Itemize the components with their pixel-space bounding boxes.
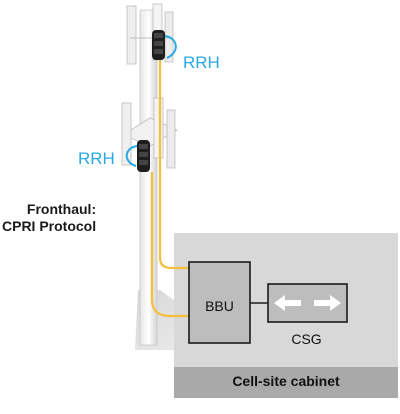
bbu-box	[188, 261, 251, 344]
cabinet-label: Cell-site cabinet	[232, 373, 340, 389]
fronthaul-fibers	[150, 60, 189, 318]
bbu-label: BBU	[205, 298, 234, 314]
lower-antenna-array	[121, 97, 178, 169]
cabinet-footer-bar	[174, 367, 398, 398]
rrh-upper-label: RRH	[183, 53, 220, 72]
rrh-lower-unit	[125, 140, 150, 172]
double-arrow-icon	[274, 295, 341, 311]
rrh-upper-unit	[152, 30, 177, 60]
fronthaul-label-line2: CPRI Protocol	[2, 218, 97, 234]
fronthaul-label-line1: Fronthaul:	[26, 201, 97, 217]
fronthaul-label: Fronthaul: CPRI Protocol	[2, 201, 96, 235]
rrh-lower-label: RRH	[78, 149, 115, 168]
csg-label: CSG	[291, 331, 322, 347]
